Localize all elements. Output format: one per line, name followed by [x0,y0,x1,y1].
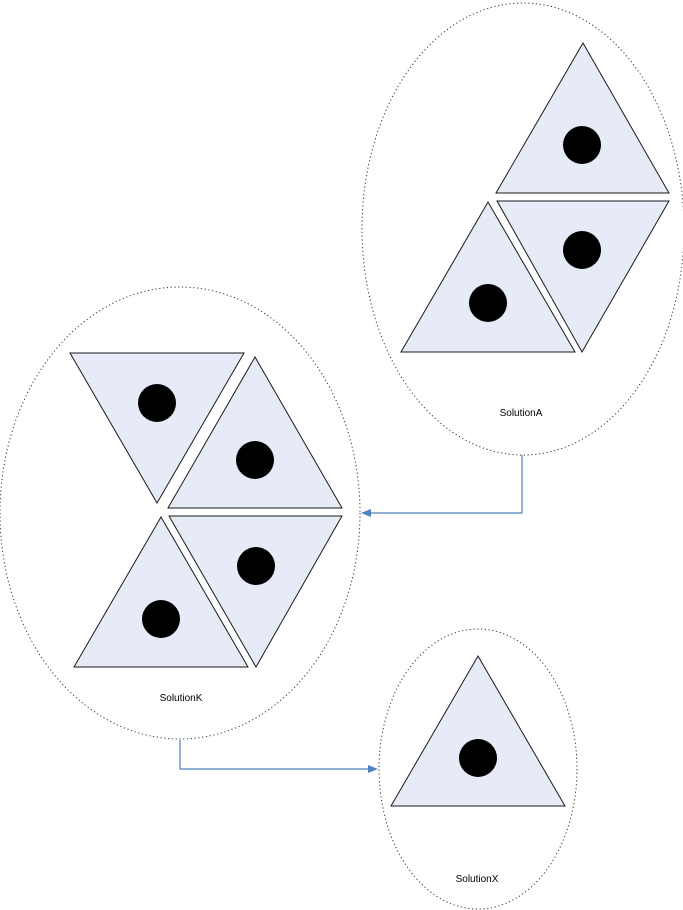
dot-a3 [469,284,507,322]
group-outline-solution-x [378,628,578,910]
triangle-x1 [390,655,566,807]
dot-k4 [142,600,180,638]
group-solution-k: SolutionK [0,286,361,740]
group-label-solution-a: SolutionA [500,408,543,419]
triangle-k3 [168,515,343,669]
connector-line-a-to-k [370,455,523,514]
dot-k3 [237,547,275,585]
connector-k-to-x [179,740,378,773]
dot-k2 [236,441,274,479]
triangle-a3 [400,201,576,353]
arrowhead-k-to-x [368,765,378,773]
group-label-solution-k: SolutionK [160,693,203,704]
group-solution-x: SolutionX [378,628,578,910]
dot-x1 [459,739,497,777]
dot-a1 [563,126,601,164]
arrowhead-a-to-k [361,509,371,517]
triangle-a2 [496,200,670,354]
triangle-a1 [495,41,670,194]
triangle-k2 [167,355,343,509]
group-outline-solution-k [0,286,361,740]
triangle-k4 [73,516,249,668]
dot-a2 [563,231,601,269]
connector-a-to-k [361,455,523,517]
dot-k1 [138,384,176,422]
connector-line-k-to-x [179,740,369,770]
group-solution-a: SolutionA [361,2,683,456]
group-outline-solution-a [361,2,683,456]
group-label-solution-x: SolutionX [456,874,499,885]
triangle-k1 [69,352,245,504]
